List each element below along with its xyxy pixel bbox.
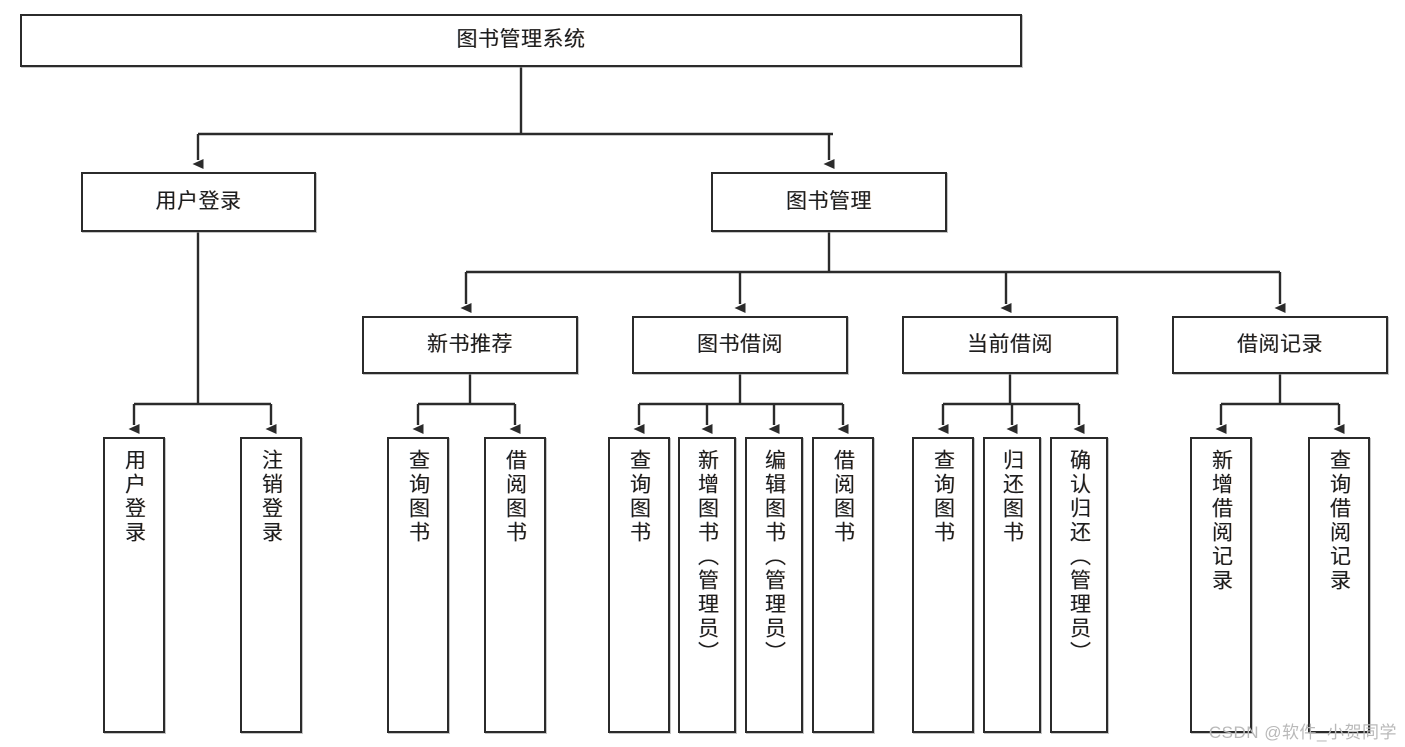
leaf-node-label: 新增图书（管理员） xyxy=(695,449,719,665)
leaf-node[interactable]: 用户登录 xyxy=(103,437,165,733)
leaf-node-label: 查询图书 xyxy=(406,449,430,545)
leaf-node[interactable]: 查询图书 xyxy=(608,437,670,733)
node-book-management-label: 图书管理 xyxy=(786,189,872,213)
leaf-node[interactable]: 注销登录 xyxy=(240,437,302,733)
leaf-node[interactable]: 查询图书 xyxy=(912,437,974,733)
leaf-node-label: 确认归还（管理员） xyxy=(1067,449,1091,665)
node-borrow-record-label: 借阅记录 xyxy=(1237,332,1323,356)
leaf-node-label: 编辑图书（管理员） xyxy=(762,449,786,665)
node-root[interactable]: 图书管理系统 xyxy=(20,14,1022,67)
leaf-node-label: 用户登录 xyxy=(122,449,146,545)
csdn-watermark: CSDN @软件_小贺同学 xyxy=(1208,723,1397,742)
leaf-node-label: 归还图书 xyxy=(1000,449,1024,545)
leaf-node-label: 查询图书 xyxy=(931,449,955,545)
node-book-borrow[interactable]: 图书借阅 xyxy=(632,316,848,374)
node-root-label: 图书管理系统 xyxy=(456,28,586,52)
leaf-node[interactable]: 确认归还（管理员） xyxy=(1050,437,1108,733)
leaf-node[interactable]: 编辑图书（管理员） xyxy=(745,437,803,733)
node-user-login-label: 用户登录 xyxy=(155,189,242,213)
leaf-node-label: 查询图书 xyxy=(627,449,651,545)
leaf-node-label: 借阅图书 xyxy=(831,449,855,545)
leaf-node[interactable]: 借阅图书 xyxy=(812,437,874,733)
node-book-borrow-label: 图书借阅 xyxy=(697,332,783,356)
node-book-management[interactable]: 图书管理 xyxy=(711,172,947,232)
leaf-node-label: 查询借阅记录 xyxy=(1327,449,1351,593)
leaf-node-label: 借阅图书 xyxy=(503,449,527,545)
node-current-borrow[interactable]: 当前借阅 xyxy=(902,316,1118,374)
node-current-borrow-label: 当前借阅 xyxy=(967,332,1053,356)
leaf-node[interactable]: 新增借阅记录 xyxy=(1190,437,1252,733)
leaf-node-label: 注销登录 xyxy=(259,449,283,545)
leaf-node[interactable]: 归还图书 xyxy=(983,437,1041,733)
node-borrow-record[interactable]: 借阅记录 xyxy=(1172,316,1388,374)
node-new-book-recommend-label: 新书推荐 xyxy=(427,332,513,356)
leaf-node-label: 新增借阅记录 xyxy=(1209,449,1233,593)
leaf-node[interactable]: 查询借阅记录 xyxy=(1308,437,1370,733)
leaf-node[interactable]: 查询图书 xyxy=(387,437,449,733)
node-user-login[interactable]: 用户登录 xyxy=(81,172,316,232)
leaf-node[interactable]: 新增图书（管理员） xyxy=(678,437,736,733)
leaf-node[interactable]: 借阅图书 xyxy=(484,437,546,733)
node-new-book-recommend[interactable]: 新书推荐 xyxy=(362,316,578,374)
